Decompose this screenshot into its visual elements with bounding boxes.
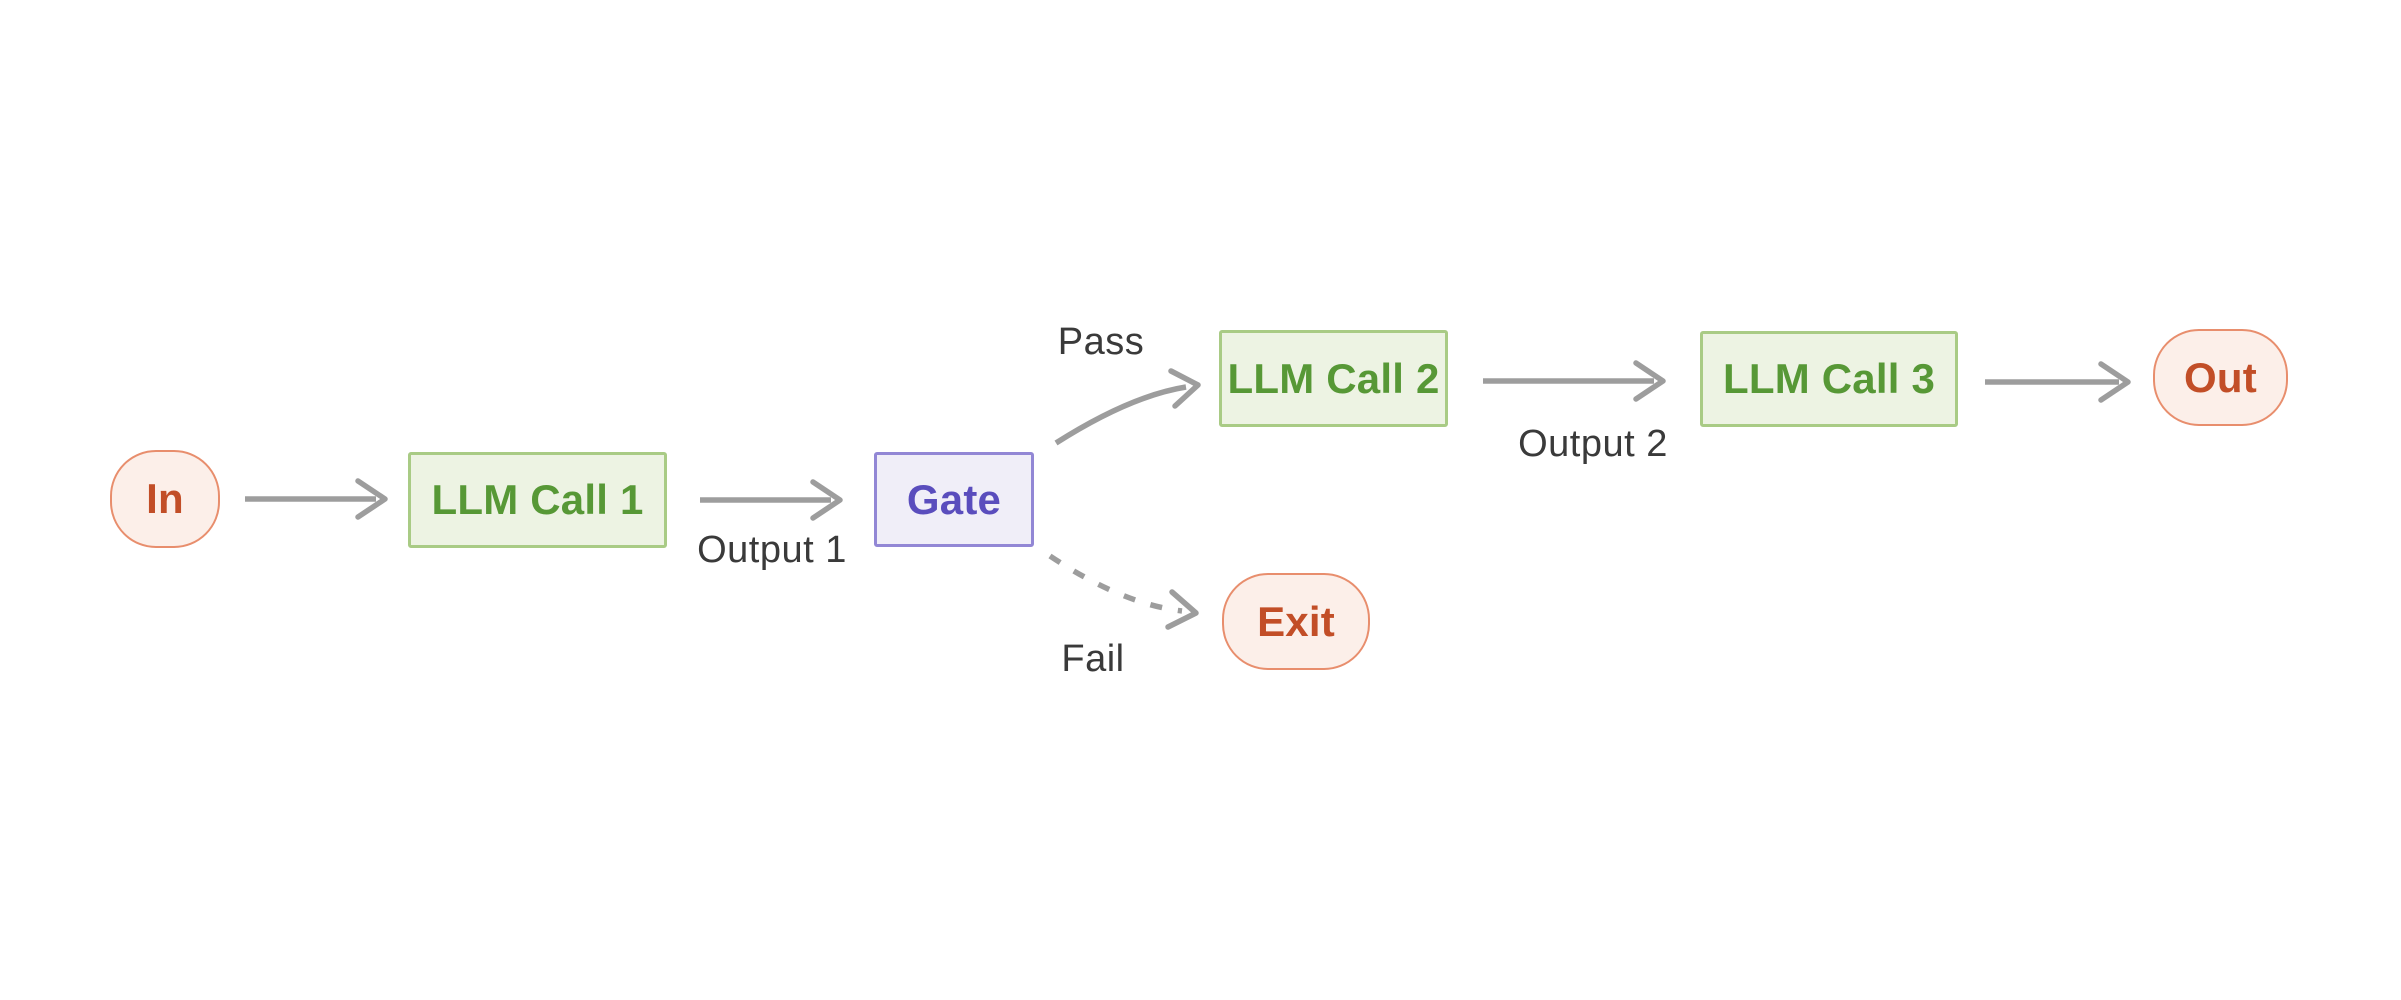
node-out: Out	[2153, 329, 2288, 426]
node-exit-label: Exit	[1257, 597, 1335, 645]
node-llm-call-2: LLM Call 2	[1219, 330, 1448, 427]
edge-label-output-1: Output 1	[697, 529, 847, 571]
node-llm-call-1: LLM Call 1	[408, 452, 667, 548]
edge-llm2-to-llm3	[1483, 360, 1666, 402]
arrowhead-icon	[2098, 361, 2131, 403]
node-gate: Gate	[874, 452, 1034, 547]
edge-label-fail: Fail	[1061, 638, 1125, 680]
node-llm-call-3-label: LLM Call 3	[1722, 355, 1936, 402]
edge-llm1-to-gate	[700, 479, 843, 521]
node-out-label: Out	[2184, 353, 2257, 401]
arrowhead-icon	[1633, 360, 1666, 402]
edge-line	[1054, 384, 1187, 446]
edge-in-to-llm1	[245, 478, 388, 520]
edge-gate-to-exit	[1048, 553, 1199, 630]
edge-llm3-to-out	[1985, 361, 2131, 403]
arrowhead-icon	[1168, 368, 1201, 409]
arrowhead-icon	[1165, 589, 1199, 630]
node-exit: Exit	[1222, 573, 1370, 670]
node-llm-call-2-label: LLM Call 2	[1227, 354, 1440, 402]
node-llm-call-3: LLM Call 3	[1700, 331, 1958, 427]
node-gate-label: Gate	[906, 475, 1002, 523]
node-llm-call-1-label: LLM Call 1	[431, 476, 644, 523]
edge-label-output-2: Output 2	[1518, 423, 1668, 465]
node-in: In	[110, 450, 220, 548]
edge-line	[1048, 553, 1183, 614]
node-in-label: In	[146, 475, 184, 522]
arrowhead-icon	[810, 479, 843, 521]
edge-gate-to-llm2	[1054, 368, 1201, 446]
arrowhead-icon	[355, 478, 388, 520]
edge-label-pass: Pass	[1057, 321, 1145, 363]
